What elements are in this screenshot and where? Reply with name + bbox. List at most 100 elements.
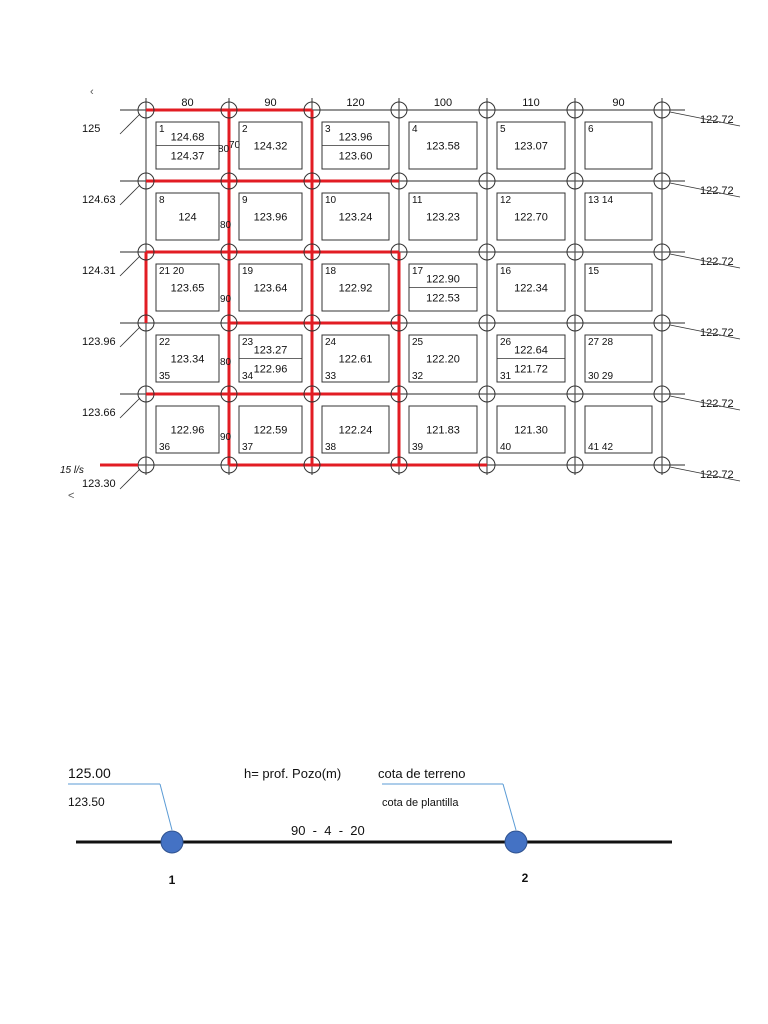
block-elevation-bottom: 121.72 (514, 364, 548, 376)
block-elevation: 122.34 (514, 283, 548, 295)
left-elevation-leader (119, 326, 141, 348)
manhole-circle (566, 101, 584, 119)
block-number: 6 (588, 124, 594, 135)
right-elevation-leader (669, 466, 741, 482)
right-elevation-label: 122.72 (700, 256, 734, 268)
block-rect (238, 405, 303, 454)
block-elevation-top: 122.90 (426, 274, 460, 286)
block-rect (155, 263, 220, 312)
column-length-label: 110 (522, 97, 540, 109)
left-elevation-leader (119, 397, 141, 419)
block-number: 26 (500, 337, 512, 348)
block-number: 22 (159, 337, 171, 348)
block-elevation: 123.64 (254, 283, 288, 295)
right-elevation-leader (669, 111, 741, 127)
block-number: 18 (325, 266, 337, 277)
block-elevation: 123.58 (426, 141, 460, 153)
manhole-circle (478, 456, 496, 474)
left-elevation-label: 123.96 (82, 336, 116, 348)
block-number: 1 (159, 124, 165, 135)
block-number: 19 (242, 266, 254, 277)
left-elevation-label: 124.63 (82, 194, 116, 206)
block-number: 11 (412, 195, 423, 206)
block-number-secondary: 34 (242, 371, 254, 382)
depth-label: h= prof. Pozo(m) (244, 766, 341, 781)
block-elevation: 123.34 (171, 354, 205, 366)
block-number-secondary: 39 (412, 442, 424, 453)
column-length-label: 90 (612, 97, 624, 109)
manhole-circle (566, 314, 584, 332)
leader-line-2-diag (502, 783, 517, 831)
manhole-circle (303, 101, 321, 119)
manhole-circle (303, 456, 321, 474)
manhole-circle (137, 385, 155, 403)
invert-elevation-value: 123.50 (68, 795, 105, 809)
block-number-secondary: 40 (500, 442, 512, 453)
segment-length-label: 70 (229, 140, 241, 151)
manhole-circle (137, 314, 155, 332)
block-elevation: 122.70 (514, 212, 548, 224)
manhole-circle (653, 456, 671, 474)
block-rect (496, 192, 566, 241)
block-number-secondary: 37 (242, 442, 254, 453)
block-number: 24 (325, 337, 337, 348)
flow-label: 15 l/s (60, 465, 84, 476)
block-number: 9 (242, 195, 248, 206)
block-elevation-bottom: 124.37 (171, 151, 205, 163)
left-elevation-leader (119, 113, 141, 135)
block-number: 21 20 (159, 266, 184, 277)
right-elevation-label: 122.72 (700, 185, 734, 197)
block-elevation-top: 124.68 (171, 132, 205, 144)
block-number: 15 (588, 266, 600, 277)
block-elevation: 123.24 (339, 212, 373, 224)
manhole-circle (390, 172, 408, 190)
block-rect (408, 334, 478, 383)
pipe-profile-diagram: 125.00 123.50 h= prof. Pozo(m) cota de t… (68, 765, 672, 887)
block-elevation: 123.65 (171, 283, 205, 295)
manhole-circle (566, 385, 584, 403)
block-rect (496, 405, 566, 454)
block-rect (238, 121, 303, 170)
corner-mark-bottom: < (68, 490, 75, 502)
block-rect (155, 334, 220, 383)
manhole-circle (220, 243, 238, 261)
node-label-1: 1 (169, 873, 176, 887)
block-number: 12 (500, 195, 512, 206)
block-number: 13 14 (588, 195, 613, 206)
block-number-secondary: 41 42 (588, 442, 613, 453)
segment-length-label: 90 (220, 432, 232, 443)
block-number-secondary: 35 (159, 371, 171, 382)
right-elevation-leader (669, 324, 741, 340)
corner-mark-top: ‹ (90, 86, 94, 98)
manhole-circle (653, 385, 671, 403)
block-number: 25 (412, 337, 424, 348)
manhole-circle (137, 243, 155, 261)
right-elevation-label: 122.72 (700, 398, 734, 410)
right-elevation-leader (669, 395, 741, 411)
block-rect (496, 263, 566, 312)
manhole-circle (220, 172, 238, 190)
column-length-label: 90 (264, 97, 276, 109)
manhole-circle (220, 101, 238, 119)
block-elevation: 122.59 (254, 425, 288, 437)
block-number-secondary: 30 29 (588, 371, 613, 382)
left-elevation-leader (119, 184, 141, 206)
manhole-circle (478, 101, 496, 119)
block-number: 17 (412, 266, 424, 277)
manhole-circle (220, 385, 238, 403)
block-number-secondary: 31 (500, 371, 512, 382)
manhole-circle (303, 243, 321, 261)
block-elevation: 124 (178, 212, 196, 224)
block-elevation-top: 123.96 (339, 132, 373, 144)
block-rect (321, 334, 390, 383)
block-elevation: 123.96 (254, 212, 288, 224)
manhole-circle (303, 172, 321, 190)
left-elevation-leader (119, 255, 141, 277)
left-elevation-label: 125 (82, 123, 100, 135)
block-rect (584, 192, 653, 241)
left-elevation-label: 123.30 (82, 478, 116, 490)
block-elevation: 122.61 (339, 354, 373, 366)
manhole-circle (478, 172, 496, 190)
block-elevation: 121.83 (426, 425, 460, 437)
